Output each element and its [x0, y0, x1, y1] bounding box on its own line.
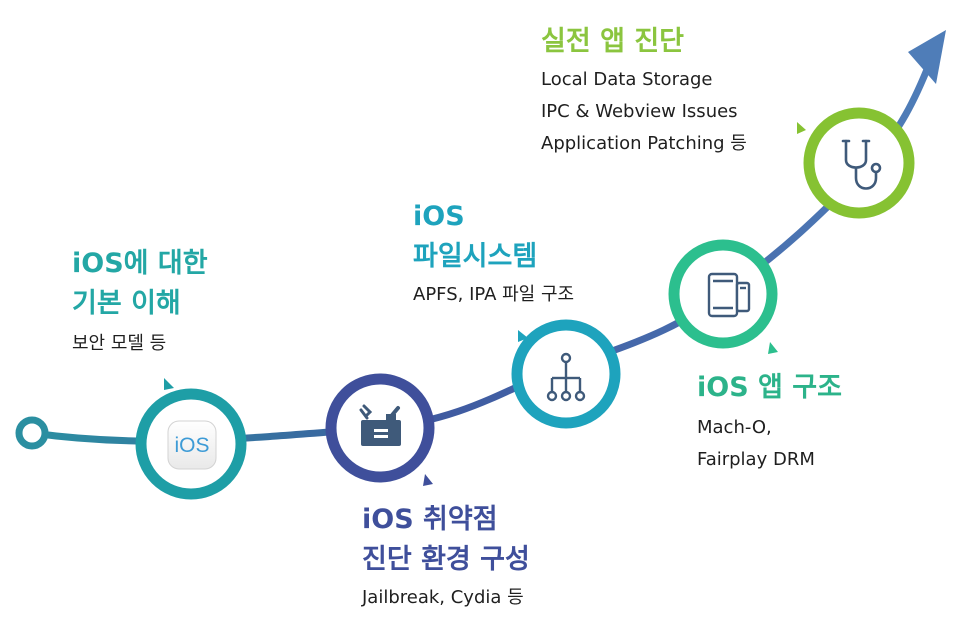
- stethoscope-icon: [841, 139, 882, 190]
- marker-triangle: [768, 342, 778, 354]
- step-label-1: iOS에 대한 기본 이해 보안 모델 등: [72, 244, 208, 360]
- marker-triangle: [164, 378, 174, 390]
- step-title-line: 기본 이해: [72, 288, 181, 319]
- marker-triangle: [797, 122, 806, 134]
- hierarchy-icon: [546, 352, 586, 402]
- ios-logo-text: iOS: [174, 434, 209, 457]
- devices-icon: [707, 272, 751, 318]
- step-title-line: iOS 앱 구조: [697, 372, 842, 403]
- step-node-2: [325, 373, 435, 483]
- step-node-5: [803, 107, 915, 219]
- step-node-1: iOS: [135, 388, 247, 500]
- step-title-line: 실전 앱 진단: [541, 26, 684, 57]
- ios-logo-icon: [167, 420, 217, 470]
- step-desc-line: APFS, IPA 파일 구조: [413, 284, 575, 305]
- step-label-3: iOS 파일시스템 APFS, IPA 파일 구조: [413, 197, 574, 311]
- step-node-4: [668, 239, 778, 349]
- step-desc-line: IPC & Webview Issues: [541, 101, 738, 122]
- step-node-3: [511, 319, 621, 429]
- step-desc-line: Jailbreak, Cydia 등: [362, 587, 524, 608]
- toolbox-icon: [359, 404, 401, 446]
- marker-triangle: [423, 474, 433, 486]
- step-title-line: iOS에 대한: [72, 248, 208, 279]
- step-desc-line: Mach-O,: [697, 417, 772, 438]
- step-desc-line: Application Patching 등: [541, 133, 747, 154]
- step-title-line: 진단 환경 구성: [362, 544, 530, 575]
- path-start-node: [15, 416, 49, 450]
- path-arrow-head: [908, 30, 946, 84]
- step-desc-line: Local Data Storage: [541, 69, 713, 90]
- step-label-4: iOS 앱 구조 Mach-O, Fairplay DRM: [697, 368, 842, 476]
- step-desc-line: Fairplay DRM: [697, 449, 815, 470]
- step-title-line: iOS 취약점: [362, 504, 498, 535]
- step-label-5: 실전 앱 진단 Local Data Storage IPC & Webview…: [541, 22, 747, 160]
- step-title-line: iOS: [413, 201, 465, 232]
- step-desc-line: 보안 모델 등: [72, 333, 167, 354]
- step-label-2: iOS 취약점 진단 환경 구성 Jailbreak, Cydia 등: [362, 500, 530, 614]
- step-title-line: 파일시스템: [413, 241, 538, 272]
